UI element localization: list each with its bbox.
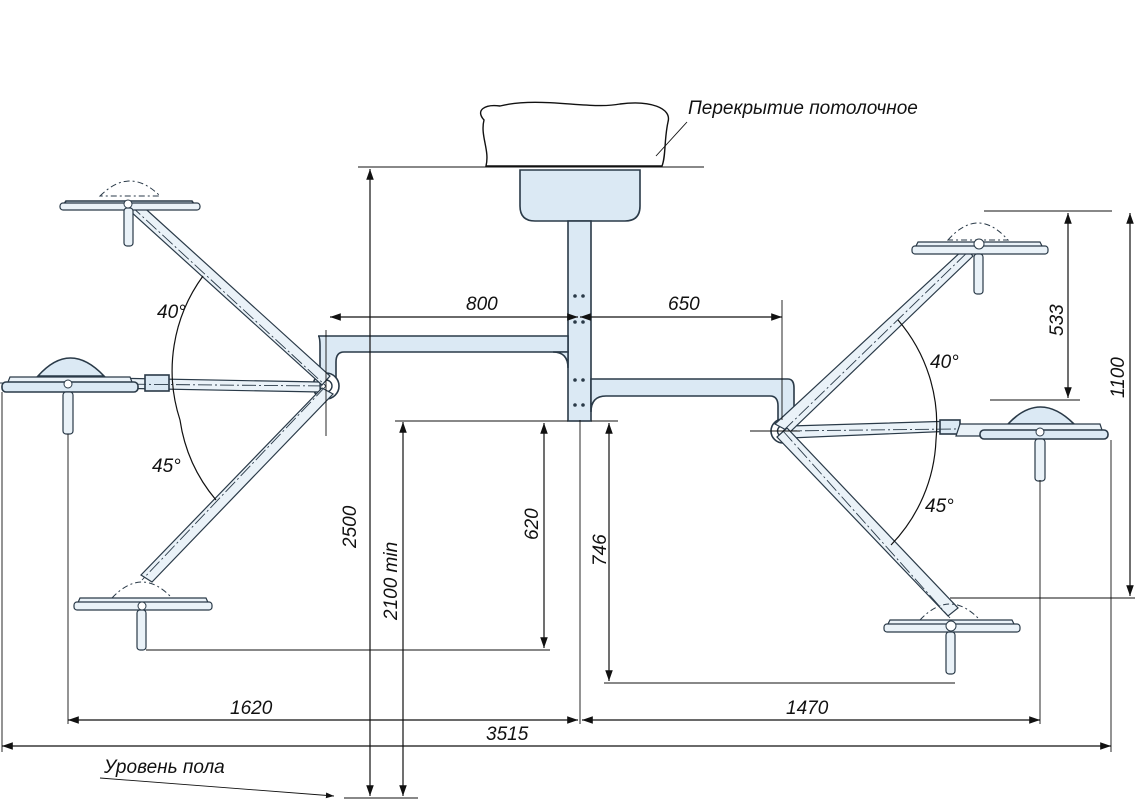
floor-level	[99, 777, 418, 799]
angle-right-upper: 40°	[930, 352, 959, 373]
lamp-head-right-lower	[883, 603, 1021, 675]
dim-1620-label: 1620	[230, 698, 273, 719]
dim-1100	[950, 213, 1135, 599]
right-lamp-arms	[750, 244, 1041, 619]
dim-2100-label: 2100 min	[381, 542, 402, 621]
angle-left-upper: 40°	[157, 302, 186, 323]
dim-2100	[395, 420, 568, 796]
dim-1100-label: 1100	[1108, 357, 1129, 398]
lamp-head-left-lower	[73, 581, 213, 651]
ceiling-leader	[655, 121, 688, 157]
dim-533	[984, 210, 1112, 401]
ceiling-slab	[358, 101, 704, 168]
lamp-head-left-middle	[1, 357, 139, 435]
left-suspension-arm	[312, 335, 569, 400]
left-angle-arc	[171, 275, 217, 501]
dim-620-label: 620	[522, 508, 543, 540]
dim-3515	[1, 392, 1111, 752]
dim-650-label: 650	[668, 294, 700, 315]
dim-1470-label: 1470	[786, 698, 829, 719]
dim-620	[146, 423, 550, 651]
angle-left-lower: 45°	[152, 456, 181, 477]
lamp-head-left-upper	[59, 180, 201, 247]
lamp-head-right-upper	[911, 222, 1049, 295]
dim-3515-label: 3515	[486, 724, 529, 745]
ceiling-mount	[519, 169, 641, 422]
dim-800-label: 800	[466, 294, 498, 315]
floor-label: Уровень пола	[103, 757, 225, 778]
angle-right-lower: 45°	[925, 496, 954, 517]
lamp-head-right-middle	[955, 406, 1109, 482]
right-suspension-arm	[590, 378, 796, 444]
dim-746-label: 746	[590, 534, 611, 566]
dim-800-650	[330, 300, 783, 420]
ceiling-label: Перекрытие потолочное	[688, 98, 918, 119]
central-column	[567, 220, 592, 422]
dim-2500-label: 2500	[340, 505, 361, 549]
right-angle-arc	[890, 319, 938, 546]
dim-746	[591, 420, 955, 684]
dim-533-label: 533	[1047, 304, 1068, 336]
